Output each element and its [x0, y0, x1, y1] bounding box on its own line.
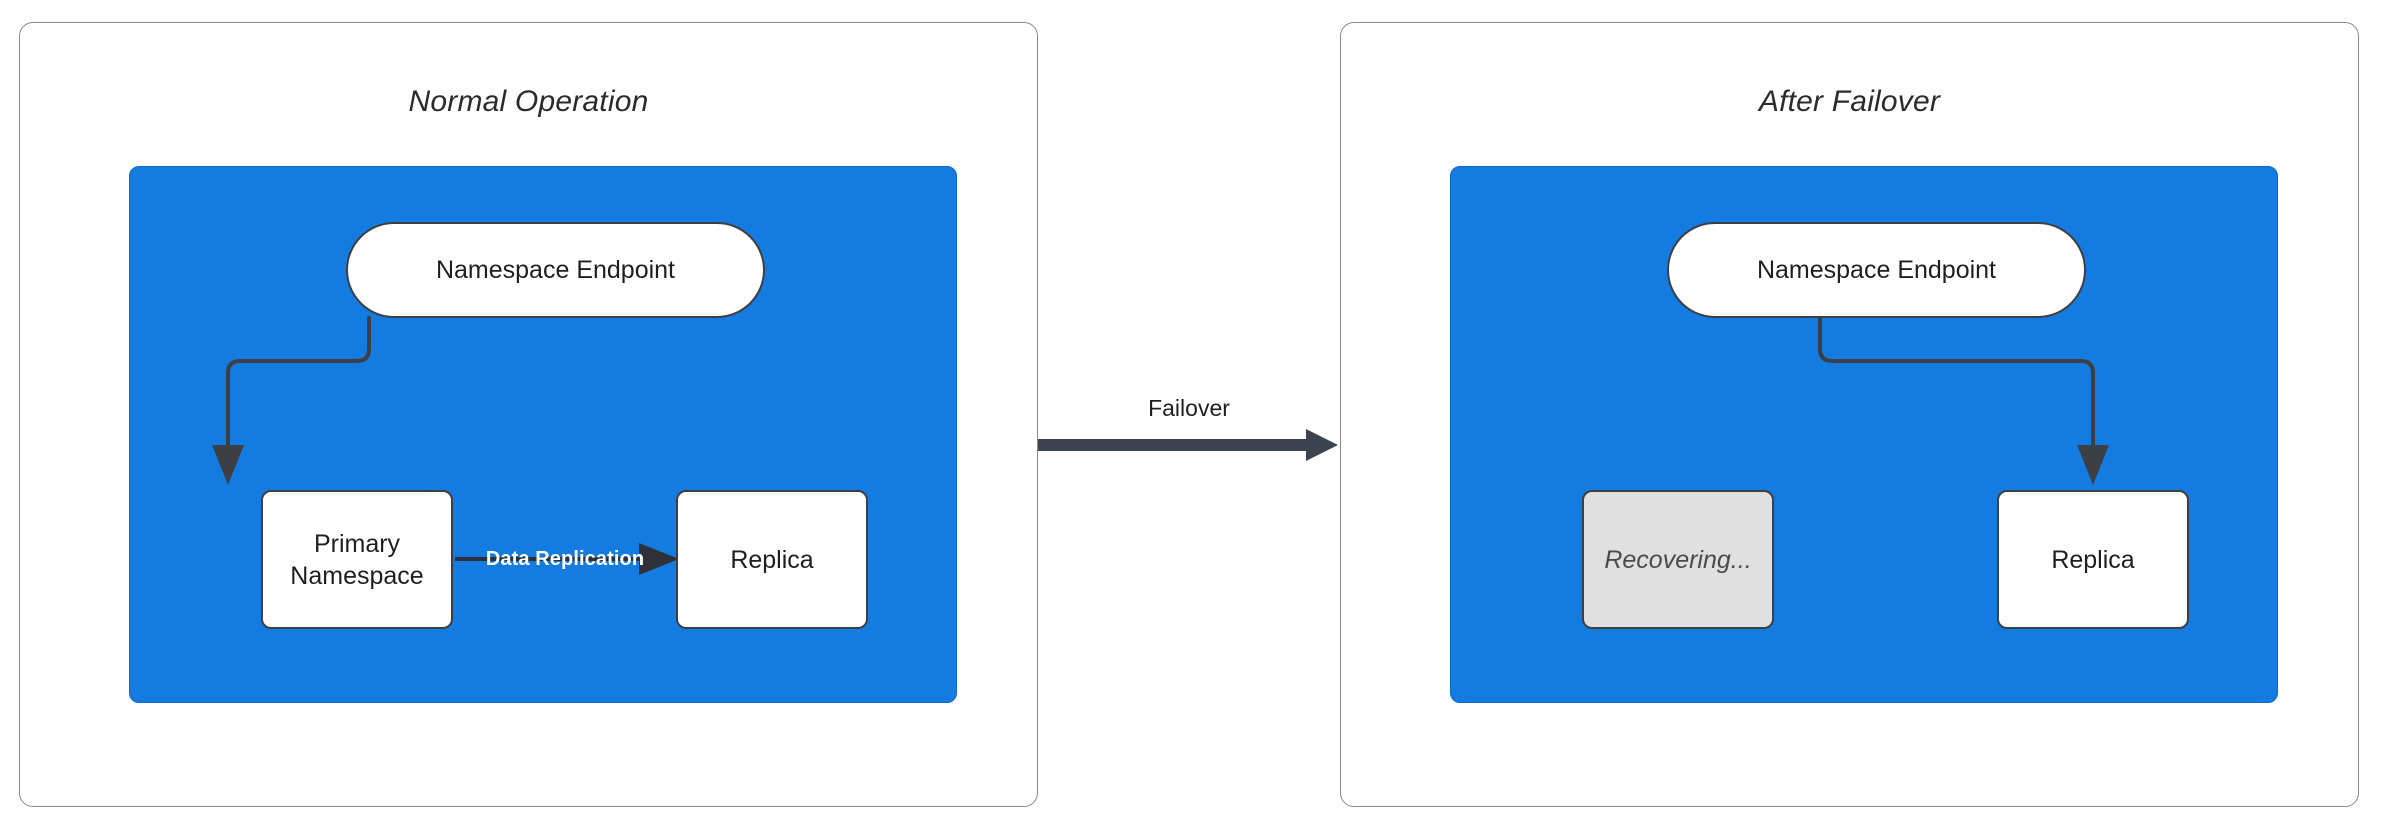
node-label-line1: Primary	[313, 529, 401, 558]
node-label: Namespace Endpoint	[1756, 256, 1997, 284]
node-replica[interactable]: Replica	[676, 490, 868, 629]
failover-arrow-icon	[1038, 429, 1338, 461]
node-label: Primary Namespace	[290, 528, 423, 592]
node-namespace-endpoint[interactable]: Namespace Endpoint	[346, 222, 765, 318]
panel-left-title: Normal Operation	[408, 85, 649, 118]
node-label: Replica	[2051, 545, 2135, 574]
panel-after-failover: After Failover Namespace Endpoint Recove…	[1340, 22, 2359, 807]
node-recovering[interactable]: Recovering...	[1582, 490, 1774, 629]
node-label-line2: Namespace	[290, 561, 424, 590]
cluster-normal-operation: Namespace Endpoint Primary Namespace Rep…	[129, 166, 957, 703]
node-namespace-endpoint[interactable]: Namespace Endpoint	[1667, 222, 2086, 318]
node-label: Recovering...	[1604, 545, 1752, 574]
node-label: Namespace Endpoint	[435, 256, 676, 284]
panel-normal-operation: Normal Operation	[19, 22, 1038, 807]
failover-transition: Failover	[1038, 395, 1340, 485]
failover-label: Failover	[1148, 395, 1230, 421]
node-label: Replica	[730, 545, 814, 574]
panel-right-title: After Failover	[1758, 85, 1941, 118]
edge-label-data-replication: Data Replication	[485, 548, 645, 570]
node-primary-namespace[interactable]: Primary Namespace	[261, 490, 453, 629]
cluster-after-failover: Namespace Endpoint Recovering... Replica	[1450, 166, 2278, 703]
node-replica[interactable]: Replica	[1997, 490, 2189, 629]
